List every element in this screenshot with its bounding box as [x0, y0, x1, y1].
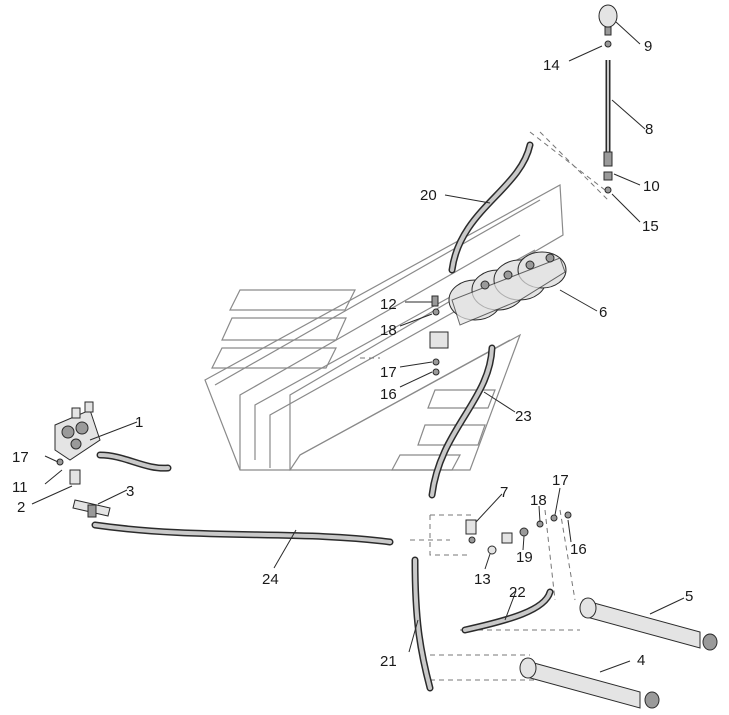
callout-14: 14 [543, 57, 560, 74]
connection-lines [360, 131, 609, 681]
callout-16a: 16 [380, 386, 397, 403]
callout-labels: 1 2 3 4 5 6 7 8 9 10 11 12 13 14 15 16 1… [12, 38, 693, 670]
callout-18b: 18 [530, 492, 547, 509]
callout-5: 5 [685, 588, 693, 605]
callout-17b: 17 [380, 364, 397, 381]
control-valve [54, 401, 111, 518]
callout-3: 3 [126, 483, 134, 500]
callout-23: 23 [515, 408, 532, 425]
leader-lines [31, 21, 685, 673]
callout-18a: 18 [380, 322, 397, 339]
callout-24: 24 [262, 571, 279, 588]
tee-fittings [465, 511, 572, 555]
callout-9: 9 [644, 38, 652, 55]
callout-17a: 17 [12, 449, 29, 466]
callout-4: 4 [637, 652, 645, 669]
callout-10: 10 [643, 178, 660, 195]
callout-2: 2 [17, 499, 25, 516]
callout-16b: 16 [570, 541, 587, 558]
callout-17c: 17 [552, 472, 569, 489]
callout-21: 21 [380, 653, 397, 670]
callout-12: 12 [380, 296, 397, 313]
callout-11: 11 [12, 479, 28, 496]
accumulator-assembly [429, 251, 567, 376]
callout-15: 15 [642, 218, 659, 235]
callout-22: 22 [509, 584, 526, 601]
callout-1: 1 [135, 414, 143, 431]
mounting-frame [204, 184, 564, 471]
callout-19: 19 [516, 549, 533, 566]
callout-20: 20 [420, 187, 437, 204]
callout-7: 7 [500, 484, 508, 501]
callout-8: 8 [645, 121, 653, 138]
hoses [91, 141, 554, 692]
hydraulic-cylinders [519, 597, 718, 709]
pressure-gauge [598, 4, 618, 194]
callout-6: 6 [599, 304, 607, 321]
callout-13: 13 [474, 571, 491, 588]
